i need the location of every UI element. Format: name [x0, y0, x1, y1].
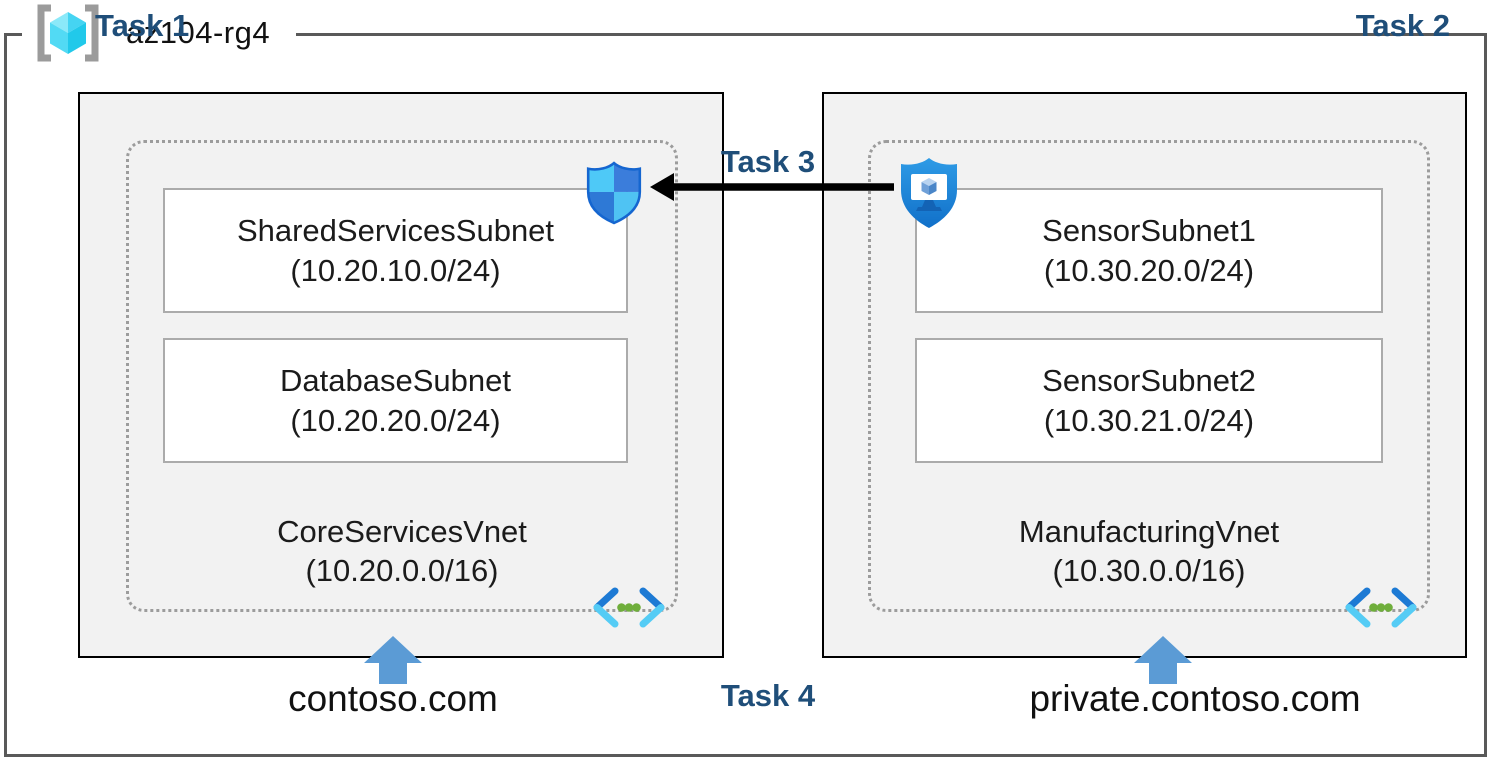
core-services-vnet-label: CoreServicesVnet (10.20.0.0/16) [126, 512, 678, 590]
task3-peering-arrow [650, 173, 894, 201]
task3-label: Task 3 [720, 144, 816, 179]
private-contoso-dns-label: private.contoso.com [1029, 678, 1361, 719]
subnet-name: DatabaseSubnet [280, 362, 511, 398]
resource-group-icon [37, 4, 99, 62]
vnet-name: ManufacturingVnet [1018, 514, 1280, 549]
up-arrow-icon [364, 636, 422, 684]
subnet-name: SensorSubnet1 [1042, 212, 1256, 248]
manufacturing-vnet-label: ManufacturingVnet (10.30.0.0/16) [868, 512, 1430, 590]
subnet-cidr: (10.20.20.0/24) [290, 402, 501, 438]
shared-services-subnet-box: SharedServicesSubnet (10.20.10.0/24) [163, 188, 628, 313]
vnet-cidr: (10.30.0.0/16) [1052, 553, 1246, 588]
sensor-subnet2-box: SensorSubnet2 (10.30.21.0/24) [915, 338, 1383, 463]
database-subnet-box: DatabaseSubnet (10.20.20.0/24) [163, 338, 628, 463]
subnet-cidr: (10.20.10.0/24) [290, 252, 501, 288]
subnet-name: SharedServicesSubnet [236, 212, 555, 248]
contoso-dns-label: contoso.com [288, 678, 498, 719]
resource-group-name: az104-rg4 [126, 15, 271, 50]
sensor-subnet1-box: SensorSubnet1 (10.30.20.0/24) [915, 188, 1383, 313]
vnet-cidr: (10.20.0.0/16) [305, 553, 499, 588]
subnet-cidr: (10.30.20.0/24) [1043, 252, 1255, 288]
manufacturing-vnet-container [868, 140, 1430, 612]
task1-label: Task 1 [95, 8, 190, 43]
task4-label: Task 4 [720, 678, 816, 713]
virtual-network-icon [593, 587, 665, 628]
resource-group-legend: az104-rg4 [22, 4, 297, 62]
subnet-name: SensorSubnet2 [1042, 362, 1256, 398]
task2-label: Task 2 [1355, 8, 1450, 43]
network-security-group-icon [586, 161, 642, 225]
resource-group-frame [4, 33, 1487, 757]
up-arrow-icon [1134, 636, 1192, 684]
core-services-vnet-container [126, 140, 678, 612]
application-security-group-icon [901, 158, 957, 228]
vnet-name: CoreServicesVnet [277, 514, 527, 549]
subnet-cidr: (10.30.21.0/24) [1043, 402, 1255, 438]
virtual-network-icon [1345, 587, 1417, 628]
